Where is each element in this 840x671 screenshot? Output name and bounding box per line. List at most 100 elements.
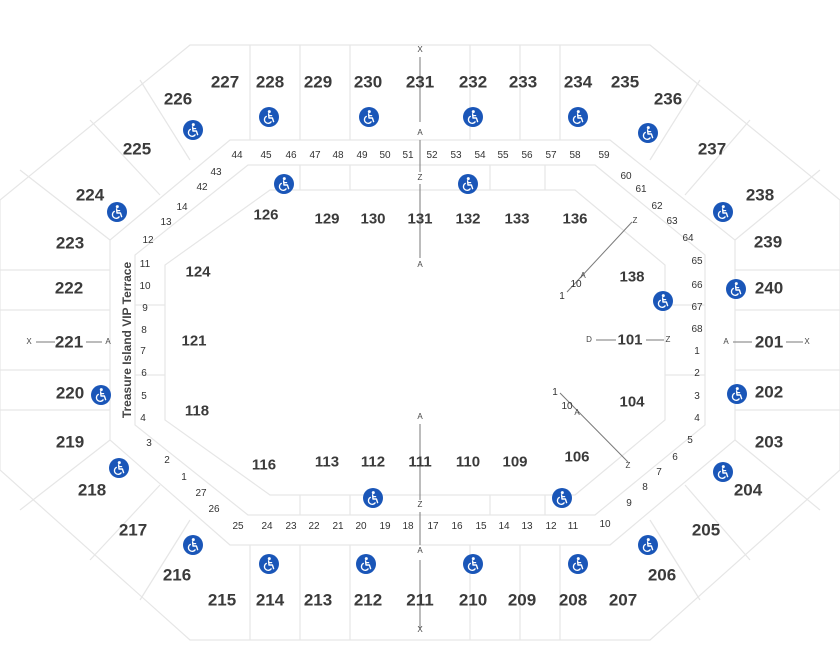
section-label[interactable]: 129	[314, 210, 340, 228]
section-label[interactable]: 121	[181, 332, 207, 350]
aisle-marker-a: A	[105, 337, 111, 346]
section-label[interactable]: 111	[408, 453, 432, 471]
section-label[interactable]: 225	[122, 139, 152, 159]
section-label[interactable]: 109	[502, 453, 528, 471]
aisle-marker-x: X	[804, 337, 810, 346]
row-number: 51	[402, 150, 414, 161]
row-number: 15	[475, 521, 487, 532]
aisle-marker-a: A	[417, 128, 423, 137]
section-label[interactable]: 106	[564, 448, 590, 466]
row-number: 21	[332, 521, 344, 532]
section-label[interactable]: 110	[455, 453, 481, 471]
row-number: 1	[181, 472, 187, 483]
row-number: 13	[160, 217, 172, 228]
section-label[interactable]: 118	[184, 402, 210, 420]
section-label[interactable]: 116	[251, 456, 277, 474]
section-label[interactable]: 224	[75, 185, 105, 205]
section-label[interactable]: 239	[753, 232, 783, 252]
section-label[interactable]: 124	[185, 263, 211, 281]
section-label[interactable]: 227	[210, 72, 240, 92]
section-label[interactable]: 214	[255, 590, 285, 610]
section-label[interactable]: 212	[353, 590, 383, 610]
row-number: 67	[691, 302, 703, 313]
row-number: 10	[561, 401, 573, 412]
section-label[interactable]: 232	[458, 72, 488, 92]
section-label[interactable]: 130	[360, 210, 386, 228]
row-number: 14	[498, 521, 510, 532]
section-label[interactable]: 204	[733, 480, 763, 500]
section-label[interactable]: 205	[691, 520, 721, 540]
row-number: 5	[141, 391, 147, 402]
row-number: 43	[210, 167, 222, 178]
row-number: 44	[231, 150, 243, 161]
row-number: 3	[694, 391, 700, 402]
section-label[interactable]: 223	[55, 233, 85, 253]
section-label[interactable]: 133	[504, 210, 530, 228]
row-number: 45	[260, 150, 272, 161]
section-label[interactable]: 217	[118, 520, 148, 540]
row-number: 18	[402, 521, 414, 532]
section-label[interactable]: 230	[353, 72, 383, 92]
wheelchair-icon	[568, 554, 588, 574]
aisle-marker-d: D	[586, 335, 592, 344]
row-number: 8	[141, 325, 147, 336]
section-label[interactable]: 113	[314, 453, 340, 471]
section-label[interactable]: 202	[754, 382, 784, 402]
section-label[interactable]: 104	[619, 393, 645, 411]
section-label[interactable]: 208	[558, 590, 588, 610]
section-label[interactable]: 215	[207, 590, 237, 610]
section-label[interactable]: 222	[54, 278, 84, 298]
row-number: 10	[570, 279, 582, 290]
row-number: 2	[164, 455, 170, 466]
wheelchair-icon	[638, 535, 658, 555]
row-number: 14	[176, 202, 188, 213]
row-number: 62	[651, 201, 663, 212]
section-label[interactable]: 126	[253, 206, 279, 224]
wheelchair-icon	[356, 554, 376, 574]
section-label[interactable]: 235	[610, 72, 640, 92]
row-number: 60	[620, 171, 632, 182]
section-label[interactable]: 218	[77, 480, 107, 500]
row-number: 59	[598, 150, 610, 161]
section-label[interactable]: 207	[608, 590, 638, 610]
section-label[interactable]: 213	[303, 590, 333, 610]
row-number: 26	[208, 504, 220, 515]
wheelchair-icon	[259, 107, 279, 127]
section-label[interactable]: 219	[55, 432, 85, 452]
section-label[interactable]: 228	[255, 72, 285, 92]
section-label[interactable]: 229	[303, 72, 333, 92]
wheelchair-icon	[274, 174, 294, 194]
section-label[interactable]: 236	[653, 89, 683, 109]
row-number: 9	[142, 303, 148, 314]
section-label[interactable]: 233	[508, 72, 538, 92]
section-label[interactable]: 131	[407, 210, 433, 228]
section-label[interactable]: 238	[745, 185, 775, 205]
section-label[interactable]: 216	[162, 565, 192, 585]
row-number: 24	[261, 521, 273, 532]
section-label[interactable]: 203	[754, 432, 784, 452]
section-label[interactable]: 237	[697, 139, 727, 159]
section-label[interactable]: 211	[406, 590, 434, 610]
section-label[interactable]: 138	[619, 268, 645, 286]
row-number: 1	[552, 387, 558, 398]
section-label[interactable]: 220	[55, 383, 85, 403]
wheelchair-icon	[259, 554, 279, 574]
section-label[interactable]: 221	[54, 332, 84, 352]
section-label[interactable]: 136	[562, 210, 588, 228]
section-label[interactable]: 112	[360, 453, 386, 471]
section-label[interactable]: 206	[647, 565, 677, 585]
section-label[interactable]: 101	[617, 331, 643, 349]
section-label[interactable]: 132	[455, 210, 481, 228]
section-label[interactable]: 240	[754, 278, 784, 298]
row-number: 11	[567, 521, 579, 532]
section-label[interactable]: 210	[458, 590, 488, 610]
section-label[interactable]: 231	[405, 72, 435, 92]
section-label[interactable]: 226	[163, 89, 193, 109]
aisle-marker-x: X	[417, 625, 423, 634]
wheelchair-icon	[713, 202, 733, 222]
section-label[interactable]: 201	[754, 332, 784, 352]
section-label[interactable]: 234	[563, 72, 593, 92]
wheelchair-icon	[552, 488, 572, 508]
section-label[interactable]: 209	[507, 590, 537, 610]
